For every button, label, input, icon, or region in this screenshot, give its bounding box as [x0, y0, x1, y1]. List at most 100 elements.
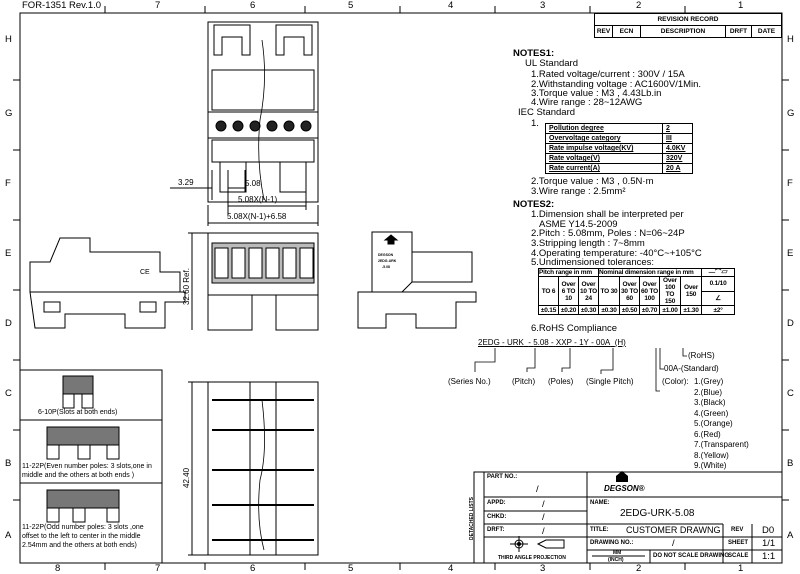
notes2-item-1b: ASME Y14.5-2009: [539, 219, 618, 230]
series-no-label: (Series No.): [448, 377, 491, 386]
dimension-lines: [170, 170, 319, 556]
projection-label: THIRD ANGLE PROJECTION: [498, 555, 566, 561]
iec-item-2: 2.Torque value : M3 , 0.5N·m: [531, 176, 654, 187]
code-pitch: 5.08: [533, 338, 549, 347]
degson-logo-icon: [616, 471, 628, 482]
appd-value: /: [542, 499, 545, 510]
color-grey: 1.(Grey): [694, 377, 724, 386]
date-col: DATE: [751, 25, 782, 38]
notes2-item-1: 1.Dimension shall be interpreted per: [531, 209, 684, 220]
side-label-model: 2EDG-URK: [378, 259, 397, 263]
grid-row-h: H: [5, 34, 12, 45]
variant-caption-6-10p: 6-10P(Slots at both ends): [38, 409, 118, 416]
color-orange: 5.(Orange): [694, 419, 733, 428]
form-id: FOR-1351 Rev.1.0: [22, 0, 102, 11]
dim-bottom-height: 42.40: [182, 467, 191, 488]
poles-label: (Poles): [548, 377, 574, 386]
grid-row-b-right: B: [787, 458, 794, 469]
code-standard: 00A: [596, 338, 611, 347]
name-label: NAME:: [590, 500, 610, 506]
iec-item-3: 3.Wire range : 2.5mm²: [531, 186, 626, 197]
drawing-no-value: /: [672, 538, 675, 549]
scale-label: SCALE: [728, 553, 749, 559]
grid-col-2: 2: [636, 0, 642, 11]
grid-col-7: 7: [155, 0, 161, 11]
title-label: TITLE:: [590, 527, 609, 533]
grid-row-a-right: A: [787, 530, 794, 541]
left-side-view: [29, 237, 186, 329]
dim-offset: 3.29: [178, 178, 194, 187]
ce-mark: CE: [140, 269, 150, 276]
grid-row-e: E: [5, 248, 12, 259]
grid-col-3-bottom: 3: [540, 563, 546, 574]
bottom-view: [207, 381, 319, 556]
code-sep: -: [574, 338, 577, 347]
side-label-pitch: -5.08: [382, 265, 390, 269]
scale-value: 1:1: [762, 551, 776, 562]
code-single-pitch: 1Y: [579, 338, 589, 347]
part-no-value: /: [536, 484, 539, 495]
appd-label: APPD:: [487, 500, 506, 506]
units-mm: MM: [613, 550, 622, 556]
grid-row-d-right: D: [787, 318, 794, 329]
grid-col-1: 1: [738, 0, 744, 11]
sheet-label: SHEET: [728, 540, 749, 546]
rev-col: REV: [594, 25, 613, 38]
grid-row-g-right: G: [787, 108, 795, 119]
part-no-label: PART NO.:: [487, 474, 518, 480]
chkd-value: /: [542, 512, 545, 523]
dim-span: 5.08X(N-1): [238, 195, 277, 204]
color-blue: 2.(Blue): [694, 387, 723, 397]
code-type: URK: [506, 338, 524, 347]
units-inch: (INCH): [608, 557, 624, 563]
color-label: (Color):: [662, 377, 689, 386]
tol-symbols: —⌒▱: [701, 268, 736, 277]
code-sep: -: [502, 338, 505, 347]
detached-lists-label: DETACHED LISTS: [469, 497, 475, 540]
top-view: [207, 21, 319, 203]
ul-item-4: 4.Wire range : 28~12AWG: [531, 97, 643, 108]
grid-row-g: G: [5, 108, 13, 119]
ul-item-1: 1.Rated voltage/current : 300V / 15A: [531, 69, 685, 80]
color-yellow: 8.(Yellow): [694, 450, 729, 460]
grid-col-1-bottom: 1: [738, 563, 744, 574]
notes2-title: NOTES2:: [513, 199, 555, 210]
sheet-value: 1/1: [762, 538, 776, 549]
name-value: 2EDG-URK-5.08: [620, 508, 695, 519]
degson-logo: DEGSON®: [604, 484, 645, 493]
code-series: 2EDG: [478, 338, 500, 347]
color-list: 1.(Grey) 2.(Blue) 3.(Black) 4.(Green) 5.…: [694, 377, 749, 472]
rev-value: D0: [762, 525, 775, 536]
part-code: 2EDG - URK - 5.08 - XXP - 1Y - 00A (H): [478, 338, 626, 347]
drft-label: DRFT:: [487, 527, 505, 533]
rohs-label: (RoHS): [688, 351, 715, 360]
dim-height-ref: 32.60 Ref.: [182, 268, 191, 305]
tol-range: Over 10 TO 24: [578, 276, 599, 306]
tol-value: ±1.30: [679, 305, 703, 315]
dim-pitch: 5.08: [245, 179, 261, 188]
ul-item-2: 2.Withstanding voltage : AC1600V/1Min.: [531, 79, 702, 90]
notes2-item-4: 4.Operating temperature: -40°C~+105°C: [531, 248, 702, 259]
drft-value: /: [542, 526, 545, 537]
code-rohs: (H): [614, 338, 626, 347]
grid-col-3: 3: [540, 0, 546, 11]
right-side-view: [357, 231, 477, 329]
title-value: CUSTOMER DRAWNG: [626, 525, 721, 535]
grid-row-c: C: [5, 388, 12, 399]
code-sep: -: [551, 338, 554, 347]
grid-row-c-right: C: [787, 388, 794, 399]
revision-record-table: REVISION RECORD REV ECN DESCRIPTION DRFT…: [594, 13, 782, 38]
color-green: 4.(Green): [694, 408, 729, 418]
variant-caption-odd: 11-22P(Odd number poles: 3 slots ,one of…: [22, 524, 144, 549]
tolerance-table: Pitch range in mm Nominal dimension rang…: [538, 268, 736, 315]
ul-standard-title: UL Standard: [525, 58, 578, 69]
grid-col-2-bottom: 2: [636, 563, 642, 574]
standard-label: 00A-(Standard): [664, 364, 719, 373]
grid-col-4: 4: [448, 0, 454, 11]
ul-item-3: 3.Torque value : M3 , 4.43Lb.in: [531, 88, 662, 99]
code-sep: -: [528, 338, 531, 347]
